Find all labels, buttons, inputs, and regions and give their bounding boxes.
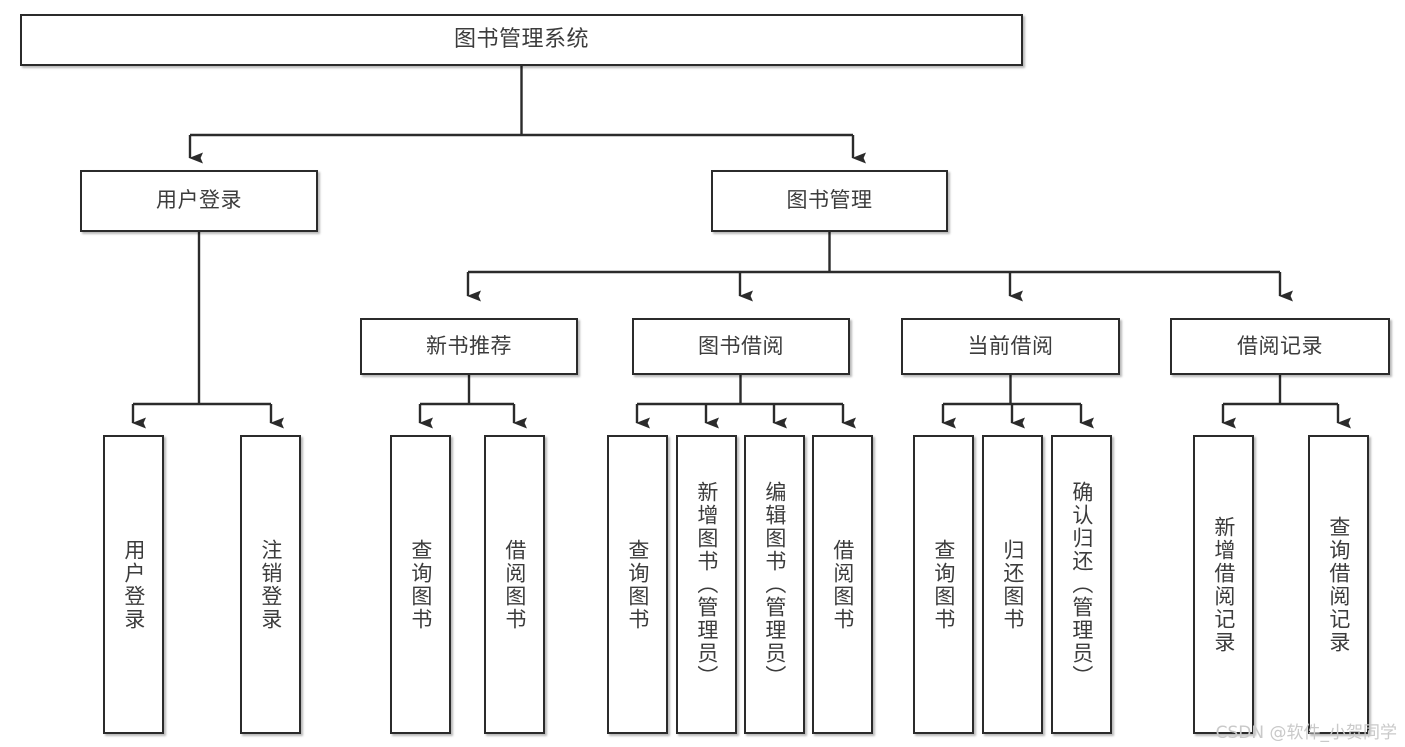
leaf-records-add-record[interactable]: 新增借阅记录 xyxy=(1193,435,1254,734)
node-label: 新增借阅记录 xyxy=(1211,515,1236,654)
node-label: 图书管理系统 xyxy=(453,26,589,52)
node-label: 用户登录 xyxy=(156,188,242,213)
node-label: 注销登录 xyxy=(258,538,283,631)
node-label: 图书借阅 xyxy=(698,333,784,358)
node-root-system[interactable]: 图书管理系统 xyxy=(20,14,1023,66)
node-label: 归还图书 xyxy=(1000,538,1025,631)
node-label: 新书推荐 xyxy=(426,333,512,358)
node-label: 借阅图书 xyxy=(830,538,855,631)
leaf-borrow-search-book[interactable]: 查询图书 xyxy=(607,435,668,734)
node-label: 借阅图书 xyxy=(502,538,527,631)
node-label: 查询图书 xyxy=(408,538,433,631)
node-book-management[interactable]: 图书管理 xyxy=(711,170,948,232)
node-user-login[interactable]: 用户登录 xyxy=(80,170,318,232)
leaf-records-search-record[interactable]: 查询借阅记录 xyxy=(1308,435,1369,734)
node-label: 借阅记录 xyxy=(1237,333,1323,358)
node-book-borrow[interactable]: 图书借阅 xyxy=(632,318,850,375)
node-new-book-recommend[interactable]: 新书推荐 xyxy=(360,318,578,375)
node-label: 用户登录 xyxy=(121,538,146,631)
leaf-current-search-book[interactable]: 查询图书 xyxy=(913,435,974,734)
leaf-current-confirm-return-admin[interactable]: 确认归还（管理员） xyxy=(1051,435,1112,734)
leaf-borrow-add-book-admin[interactable]: 新增图书（管理员） xyxy=(676,435,737,734)
leaf-borrow-borrow-book[interactable]: 借阅图书 xyxy=(812,435,873,734)
node-label: 查询图书 xyxy=(931,538,956,631)
node-current-borrow[interactable]: 当前借阅 xyxy=(901,318,1120,375)
node-label: 查询借阅记录 xyxy=(1326,515,1351,654)
leaf-user-login-login[interactable]: 用户登录 xyxy=(103,435,164,734)
leaf-new-book-borrow[interactable]: 借阅图书 xyxy=(484,435,545,734)
node-label: 确认归还（管理员） xyxy=(1069,481,1094,688)
leaf-borrow-edit-book-admin[interactable]: 编辑图书（管理员） xyxy=(744,435,805,734)
node-borrow-records[interactable]: 借阅记录 xyxy=(1170,318,1390,375)
leaf-new-book-search[interactable]: 查询图书 xyxy=(390,435,451,734)
node-label: 新增图书（管理员） xyxy=(694,481,719,688)
node-label: 图书管理 xyxy=(786,188,873,213)
leaf-user-login-logout[interactable]: 注销登录 xyxy=(240,435,301,734)
leaf-current-return-book[interactable]: 归还图书 xyxy=(982,435,1043,734)
node-label: 当前借阅 xyxy=(967,333,1054,358)
csdn-watermark: CSDN @软件_小贺同学 xyxy=(1215,723,1397,743)
node-label: 编辑图书（管理员） xyxy=(762,481,787,688)
node-label: 查询图书 xyxy=(625,538,650,631)
